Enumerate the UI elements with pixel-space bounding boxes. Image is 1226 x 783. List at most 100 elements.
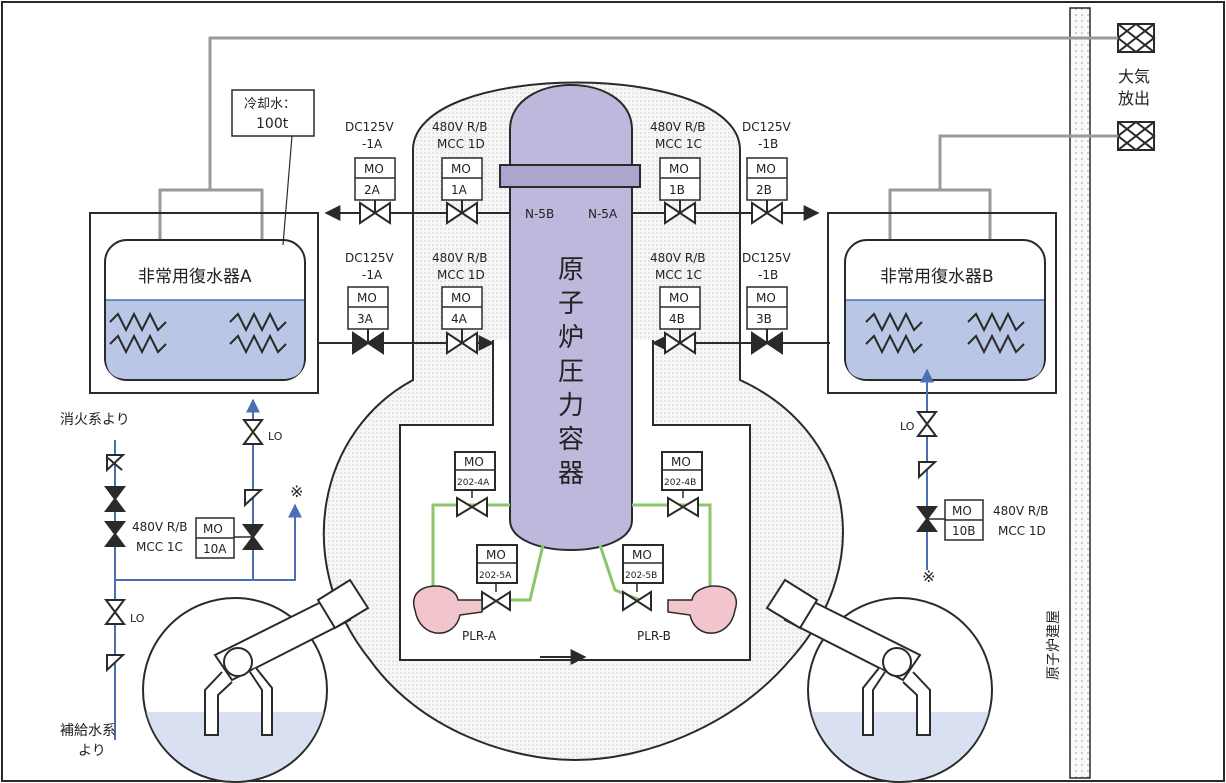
condenser-a-label: 非常用復水器A	[138, 267, 252, 287]
mo-box-1b	[659, 157, 701, 201]
valve-lo	[104, 599, 126, 625]
vent-icon	[1116, 22, 1156, 54]
rpv-char: 器	[558, 459, 584, 489]
lo-label: LO	[130, 612, 145, 625]
valve-number: 1B	[669, 183, 685, 197]
mo-box-202-4a	[454, 451, 496, 491]
valve-number: 202-4A	[457, 478, 490, 488]
coolant-amount: 100t	[256, 116, 289, 132]
power-label: MCC 1C	[655, 268, 702, 282]
power-label: -1A	[362, 137, 383, 151]
mo-box-4b	[659, 286, 701, 330]
coolant-callout	[231, 89, 315, 137]
mo-box-202-5b	[622, 544, 664, 584]
power-label: 480V R/B	[993, 504, 1049, 518]
valve-number: 10B	[952, 524, 976, 538]
reactor-building-wall	[1069, 7, 1091, 779]
power-label: 480V R/B	[432, 120, 488, 134]
mo-label: MO	[756, 291, 776, 305]
mo-box-2a	[354, 157, 396, 201]
power-label: DC125V	[345, 251, 395, 265]
power-label: 480V R/B	[132, 520, 188, 534]
mo-label: MO	[364, 162, 384, 176]
pump-icon	[412, 585, 483, 634]
makeup-source-label: 補給水系	[60, 723, 116, 739]
power-label: MCC 1C	[136, 540, 183, 554]
rpv-char: 炉	[558, 323, 584, 353]
rpv-char: 圧	[558, 357, 584, 387]
mo-label: MO	[451, 291, 471, 305]
lo-label: LO	[268, 430, 283, 443]
mo-label: MO	[669, 162, 689, 176]
valve-number: 202-4B	[664, 478, 696, 488]
mo-label: MO	[669, 291, 689, 305]
valve-number: 202-5A	[479, 571, 512, 581]
mo-label: MO	[203, 522, 223, 536]
vent-icon	[1116, 120, 1156, 152]
reactor-building-label: 原子炉建屋	[1046, 610, 1062, 680]
mo-label: MO	[756, 162, 776, 176]
recirc-line-b	[632, 503, 712, 600]
rpv-char: 原	[558, 255, 584, 285]
plr-b-label: PLR-B	[637, 629, 671, 643]
note-mark: ※	[290, 482, 303, 501]
valve-number: 3B	[756, 312, 772, 326]
plr-a-label: PLR-A	[462, 629, 497, 643]
power-label: DC125V	[742, 120, 792, 134]
nozzle-n5b: N-5B	[525, 207, 554, 221]
mo-box-2b	[746, 157, 788, 201]
mo-box-202-5a	[476, 544, 518, 584]
power-label: 480V R/B	[650, 120, 706, 134]
vent-line-b	[938, 134, 1118, 190]
power-label: -1A	[362, 268, 383, 282]
mo-label: MO	[952, 504, 972, 518]
fire-source-label: 消火系より	[60, 412, 130, 428]
mo-label: MO	[464, 455, 484, 469]
power-label: 480V R/B	[650, 251, 706, 265]
power-label: MCC 1D	[998, 524, 1046, 538]
suppression-chamber-a	[142, 578, 370, 783]
valve-number: 4B	[669, 312, 685, 326]
nozzle-n5a: N-5A	[588, 207, 618, 221]
mo-label: MO	[357, 291, 377, 305]
valve-number: 4A	[451, 312, 468, 326]
power-label: 480V R/B	[432, 251, 488, 265]
lo-label: LO	[900, 420, 915, 433]
vent-line-a	[208, 36, 1118, 190]
condenser-b	[827, 212, 1057, 394]
mo-label: MO	[632, 548, 652, 562]
makeup-source-label-2: より	[78, 743, 106, 759]
valve-202-5b	[622, 590, 652, 612]
valve-number: 2A	[364, 183, 381, 197]
power-label: -1B	[758, 268, 778, 282]
valve-number: 202-5B	[625, 571, 657, 581]
power-label: MCC 1D	[437, 137, 485, 151]
power-label: DC125V	[742, 251, 792, 265]
condenser-a	[89, 212, 319, 394]
valve-lo	[916, 411, 938, 437]
power-label: MCC 1D	[437, 268, 485, 282]
mo-box-4a	[441, 286, 483, 330]
note-mark-b: ※	[922, 567, 935, 586]
valve-lo	[242, 419, 264, 445]
pump-icon	[667, 585, 738, 634]
atmos-label-1: 大気	[1118, 67, 1150, 86]
valve-number: 3A	[357, 312, 374, 326]
power-label: -1B	[758, 137, 778, 151]
rpv-char: 容	[558, 425, 584, 455]
rpv-char: 子	[558, 289, 584, 319]
mo-box-202-4b	[661, 451, 703, 491]
mo-box-3b	[746, 286, 788, 330]
check-valve	[104, 521, 126, 547]
mo-label: MO	[671, 455, 691, 469]
coolant-label: 冷却水：	[244, 97, 296, 112]
mo-box-3a	[347, 286, 389, 330]
rpv-char: 力	[558, 391, 584, 421]
valve-202-4b	[667, 496, 699, 518]
atmos-label-2: 放出	[1118, 89, 1150, 108]
mo-label: MO	[451, 162, 471, 176]
condenser-b-label: 非常用復水器B	[880, 267, 994, 287]
